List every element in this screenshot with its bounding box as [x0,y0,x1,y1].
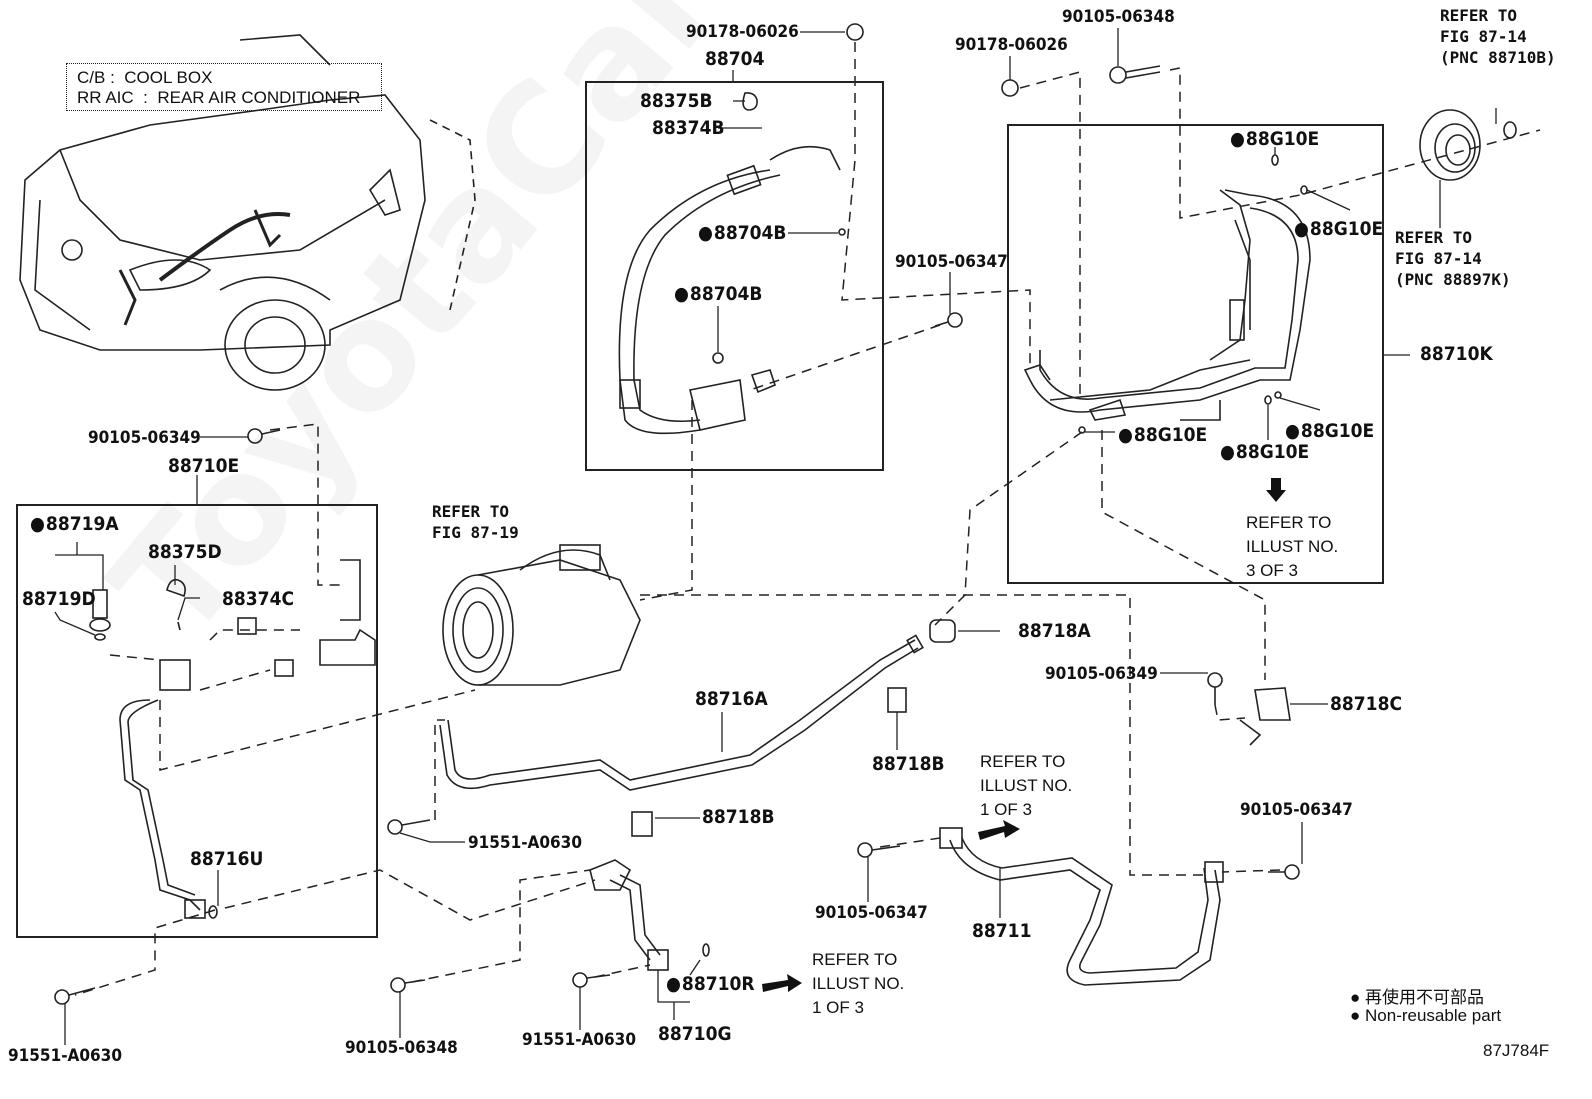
part-label-88704B[interactable]: 88704B [698,224,787,243]
brackets-88718 [631,619,1291,837]
arrow-right-icon [978,820,1020,840]
part-label-88G10E[interactable]: 88G10E [1220,443,1309,462]
group-box-88710K [1007,124,1384,584]
part-label-90105-06347[interactable]: 90105-06347 [895,252,1008,272]
part-label-91551-A0630[interactable]: 91551-A0630 [522,1030,636,1050]
part-label-90105-06349[interactable]: 90105-06349 [1045,664,1158,684]
reference-arrows [762,478,1286,992]
abbreviation-legend: C/B : COOL BOX RR AIC : REAR AIR CONDITI… [66,63,382,111]
part-label-88374C[interactable]: 88374C [222,588,295,610]
part-label-88374B[interactable]: 88374B [652,117,725,139]
part-label-90178-06026[interactable]: 90178-06026 [686,22,799,42]
reference-note-pnc-88710B[interactable]: REFER TO FIG 87-14 (PNC 88710B) [1440,6,1556,67]
reference-note-illust-1-of-3[interactable]: REFER TO ILLUST NO. 1 OF 3 [980,752,1073,819]
vehicle-illustration [19,34,476,391]
part-label-90105-06347[interactable]: 90105-06347 [1240,800,1353,820]
part-label-88718C[interactable]: 88718C [1330,693,1403,715]
group-label-88710E[interactable]: 88710E [168,455,240,477]
part-label-90105-06349[interactable]: 90105-06349 [88,428,201,448]
leader-lines [54,28,1497,1045]
pipe-88716A [439,634,924,791]
arrow-right-icon [762,974,802,992]
part-label-88716A[interactable]: 88716A [695,688,768,710]
part-label-88719A[interactable]: 88719A [30,515,119,534]
part-label-88G10E[interactable]: 88G10E [1294,220,1383,239]
group-label-88710K[interactable]: 88710K [1420,343,1493,365]
non-reusable-legend-en: ● Non-reusable part [1350,1006,1502,1025]
abbreviation-row: RR AIC : REAR AIR CONDITIONER [77,88,361,107]
part-label-88719D[interactable]: 88719D [22,588,96,610]
reference-note-illust-1-of-3[interactable]: REFER TO ILLUST NO. 1 OF 3 [812,950,905,1017]
arrow-down-icon [1266,478,1286,502]
part-label-91551-A0630[interactable]: 91551-A0630 [468,833,582,853]
part-label-90178-06026[interactable]: 90178-06026 [955,35,1068,55]
part-label-88375B[interactable]: 88375B [640,90,713,112]
compressor [442,544,641,686]
pipe-88716U [119,659,218,919]
pulley-88897K [1419,109,1517,181]
part-label-88716U[interactable]: 88716U [190,848,264,870]
hose-88704 [618,92,846,435]
part-label-90105-06348[interactable]: 90105-06348 [1062,7,1175,27]
part-label-88704B[interactable]: 88704B [674,285,763,304]
reference-note-fig-87-19[interactable]: REFER TO FIG 87-19 [432,502,519,542]
group-label-88710G[interactable]: 88710G [658,1023,732,1045]
left-box-small-parts [89,559,376,677]
bullet-icon: ● [1350,1006,1361,1025]
part-label-88718B[interactable]: 88718B [702,806,775,828]
bullet-icon: ● [1350,988,1361,1007]
hose-88710G [589,859,710,971]
non-reusable-legend-ja: ● 再使用不可部品 [1350,988,1485,1007]
part-label-88718A[interactable]: 88718A [1018,620,1091,642]
part-label-88718B[interactable]: 88718B [872,753,945,775]
figure-id: 87J784F [1483,1041,1550,1060]
reference-note-pnc-88897K[interactable]: REFER TO FIG 87-14 (PNC 88897K) [1395,228,1511,289]
part-label-88G10E[interactable]: 88G10E [1118,426,1207,445]
assembly-lines [74,42,1541,996]
part-label-91551-A0630[interactable]: 91551-A0630 [8,1046,122,1066]
part-label-88711[interactable]: 88711 [972,920,1032,942]
pipe-88710K [1023,154,1311,434]
hose-88711 [939,827,1224,986]
abbreviation-row: C/B : COOL BOX [77,68,213,87]
reference-note-illust-3-of-3[interactable]: REFER TO ILLUST NO. 3 OF 3 [1246,513,1339,580]
part-label-88375D[interactable]: 88375D [148,541,222,563]
part-label-90105-06348[interactable]: 90105-06348 [345,1038,458,1058]
group-label-88704[interactable]: 88704 [705,48,765,70]
part-label-90105-06347[interactable]: 90105-06347 [815,903,928,923]
part-label-88G10E[interactable]: 88G10E [1285,422,1374,441]
group-box-88710E [16,504,378,938]
group-box-88704 [585,81,884,471]
part-label-88G10E[interactable]: 88G10E [1230,130,1319,149]
part-label-88710R[interactable]: 88710R [666,975,755,994]
